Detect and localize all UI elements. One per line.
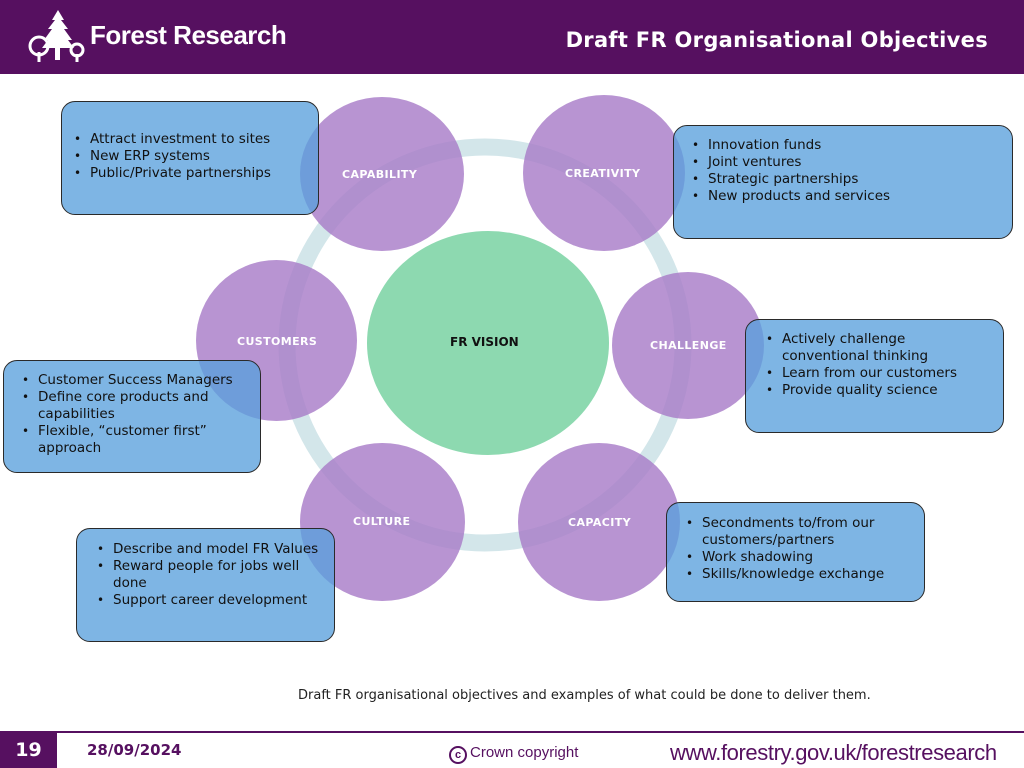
list-item: Innovation funds [688,137,1004,154]
list-item: Joint ventures [688,154,1004,171]
list-item: Learn from our customers [762,365,995,382]
capacity-list: Secondments to/from our customers/partne… [682,515,916,583]
culture-label: CULTURE [353,515,411,528]
creativity-list: Innovation funds Joint ventures Strategi… [688,137,1004,205]
list-item: Secondments to/from our customers/partne… [682,515,916,549]
capability-label: CAPABILITY [342,168,418,181]
list-item: Customer Success Managers [18,372,252,389]
challenge-label: CHALLENGE [650,339,727,352]
footer-divider [0,731,1024,733]
logo-text: Forest Research [90,20,287,50]
list-item: Reward people for jobs well done [93,558,326,592]
list-item: Support career development [93,592,326,609]
creativity-box: Innovation funds Joint ventures Strategi… [673,125,1013,239]
capacity-circle [518,443,680,601]
customers-list: Customer Success Managers Define core pr… [18,372,252,457]
list-item: Flexible, “customer first” approach [18,423,252,457]
customers-box: Customer Success Managers Define core pr… [3,360,261,473]
culture-list: Describe and model FR Values Reward peop… [93,541,326,609]
vision-circle [367,231,609,455]
creativity-circle [523,95,685,251]
creativity-label: CREATIVITY [565,167,641,180]
list-item: Provide quality science [762,382,995,399]
customers-label: CUSTOMERS [237,335,318,348]
tree-icon [28,10,85,62]
footer-date: 28/09/2024 [87,741,182,759]
capacity-label: CAPACITY [568,516,631,529]
page-number: 19 [0,733,57,768]
capability-box: Attract investment to sites New ERP syst… [61,101,319,215]
vision-label: FR VISION [450,335,519,349]
capability-list: Attract investment to sites New ERP syst… [70,131,310,182]
header-bar: Forest Research Draft FR Organisational … [0,0,1024,74]
capacity-box: Secondments to/from our customers/partne… [666,502,925,602]
challenge-list: Actively challenge conventional thinking… [762,331,995,399]
challenge-box: Actively challenge conventional thinking… [745,319,1004,433]
forest-research-logo[interactable]: Forest Research [28,8,288,66]
list-item: Work shadowing [682,549,916,566]
list-item: Public/Private partnerships [70,165,310,182]
capability-circle [300,97,464,251]
list-item: Attract investment to sites [70,131,310,148]
list-item: Define core products and capabilities [18,389,252,423]
list-item: New products and services [688,188,1004,205]
page-title: Draft FR Organisational Objectives [565,28,988,52]
copyright-icon: c [449,746,467,764]
diagram-caption: Draft FR organisational objectives and e… [298,688,871,703]
challenge-circle [612,272,764,419]
list-item: Skills/knowledge exchange [682,566,916,583]
list-item: Describe and model FR Values [93,541,326,558]
copyright-text: Crown copyright [470,744,579,761]
culture-box: Describe and model FR Values Reward peop… [76,528,335,642]
list-item: Actively challenge conventional thinking [762,331,995,365]
list-item: Strategic partnerships [688,171,1004,188]
list-item: New ERP systems [70,148,310,165]
footer-url-link[interactable]: www.forestry.gov.uk/forestresearch [670,740,997,765]
